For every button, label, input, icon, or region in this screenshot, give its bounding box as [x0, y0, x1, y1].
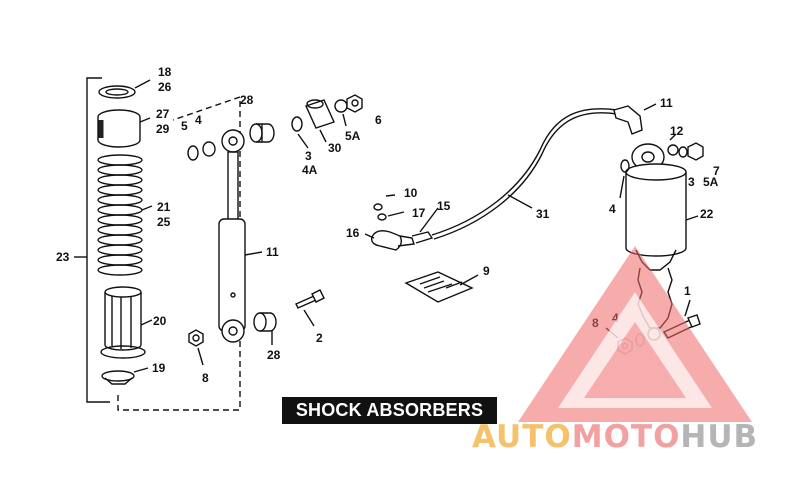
callout-11-right: 11 — [660, 96, 673, 110]
callout-27: 27 — [156, 107, 170, 121]
watermark-part2: MOTO — [571, 419, 681, 455]
bracket-23-line — [86, 77, 110, 403]
watermark-logo: AUTOMOTOHUB — [472, 422, 758, 453]
callout-10: 10 — [404, 186, 418, 200]
callout-25: 25 — [157, 215, 171, 229]
callout-20: 20 — [153, 314, 167, 328]
bolt-2 — [295, 289, 325, 327]
callout-16: 16 — [346, 226, 360, 240]
spring-seat-19 — [101, 367, 149, 385]
callout-1: 1 — [684, 284, 691, 298]
callout-5-left: 5 — [181, 119, 188, 133]
callout-18: 18 — [158, 65, 172, 79]
callout-5A: 5A — [345, 129, 361, 143]
callout-28-bottom: 28 — [267, 348, 281, 362]
callout-3: 3 — [305, 149, 312, 163]
washer-5 — [187, 145, 199, 161]
nut-6 — [346, 94, 363, 113]
callout-15: 15 — [437, 199, 451, 213]
bushing-30 — [305, 99, 335, 129]
washer-4 — [202, 141, 216, 157]
ring-18 — [98, 85, 136, 99]
callout-3-right: 3 — [688, 175, 695, 189]
bushing-28-top — [249, 123, 275, 143]
callout-7: 7 — [713, 164, 720, 178]
center-shock-11 — [218, 129, 263, 343]
washers-right-top — [619, 133, 704, 199]
diagram-title: SHOCK ABSORBERS — [282, 397, 497, 424]
callout-5A-right: 5A — [703, 175, 719, 189]
spring-cage-20 — [100, 286, 153, 359]
callout-2: 2 — [316, 331, 323, 345]
collar-27 — [97, 109, 151, 148]
callout-26: 26 — [158, 80, 172, 94]
callout-6: 6 — [375, 113, 382, 127]
callout-11-center: 11 — [266, 245, 279, 259]
callout-4-left: 4 — [195, 113, 202, 127]
callout-8-right: 8 — [592, 316, 599, 330]
washer-3 — [291, 116, 303, 132]
decal-9 — [404, 271, 479, 303]
washer-5A — [334, 99, 348, 113]
watermark-part3: HUB — [680, 419, 759, 455]
spring-assembly — [74, 77, 153, 403]
elbow-fitting-11 — [613, 103, 657, 135]
callout-17: 17 — [412, 206, 426, 220]
callout-30: 30 — [328, 141, 342, 155]
callout-4-right-lower: 4 — [612, 311, 619, 325]
callout-21: 21 — [157, 200, 171, 214]
callout-23: 23 — [56, 250, 70, 264]
nut-8-right — [605, 327, 645, 355]
watermark-part1: AUTO — [472, 419, 572, 455]
callout-22: 22 — [700, 207, 714, 221]
callout-28-top: 28 — [240, 93, 254, 107]
callout-31: 31 — [536, 207, 550, 221]
coil-spring — [97, 154, 153, 276]
callout-4-right: 4 — [609, 202, 616, 216]
callout-4A: 4A — [302, 163, 318, 177]
remote-fitting-16 — [364, 203, 434, 251]
bushing-28-bottom — [253, 312, 277, 345]
callout-19: 19 — [152, 361, 166, 375]
callout-9: 9 — [483, 264, 490, 278]
nut-8 — [188, 329, 204, 366]
hose-31 — [431, 108, 618, 236]
callout-8-left: 8 — [202, 371, 209, 385]
callout-12: 12 — [670, 124, 684, 138]
dashed-assembly-line — [117, 96, 241, 411]
callout-29: 29 — [156, 122, 170, 136]
bolt-1 — [662, 299, 701, 339]
